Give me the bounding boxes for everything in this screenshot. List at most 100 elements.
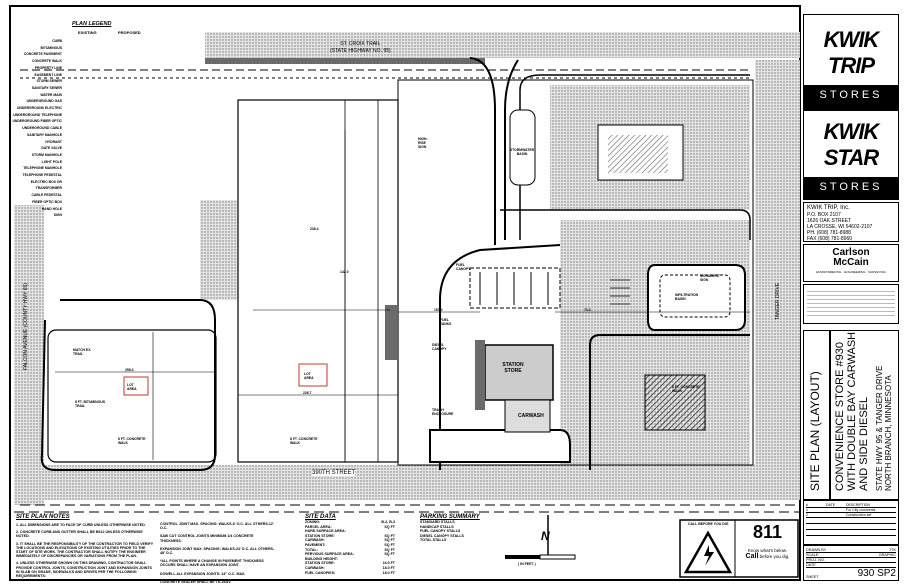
info-row: PROJ. NO. bbox=[806, 558, 896, 563]
lot-area-box-west bbox=[123, 376, 149, 396]
joint-note: CONTROL JOINT MAX. SPACING: WALKS-6' O.C… bbox=[160, 522, 274, 531]
info-row: DATE bbox=[806, 563, 896, 568]
legend-item: FIBER OPTIC BOX bbox=[32, 199, 62, 204]
logo-811-tag1: Know what's below. bbox=[747, 548, 788, 553]
store-walk bbox=[475, 340, 485, 410]
parking-row: HANDICAP STALLS bbox=[420, 524, 454, 529]
label-carwash: CARWASH bbox=[518, 413, 544, 419]
legend-item: UNDERGROUND TELEPHONE bbox=[13, 112, 62, 117]
label-bituminous-trail: 8 FT. BITUMINOUS TRAIL bbox=[75, 400, 105, 408]
site-data-value: SQ FT bbox=[384, 538, 395, 543]
info-label: SCALE bbox=[806, 553, 819, 557]
legend-item: UNDERGROUND FIBER OPTIC bbox=[12, 119, 62, 124]
logo-811-call: Call bbox=[745, 553, 759, 560]
site-data-row: BUILDING HEIGHT: bbox=[305, 557, 395, 562]
label-concrete-walk-2: 8 FT. CONCRETE WALK bbox=[118, 437, 146, 445]
legend-item: UNDERGROUND CABLE bbox=[22, 126, 62, 131]
parking-row: STANDARD STALLS bbox=[420, 520, 455, 524]
revision-blank-row bbox=[806, 524, 896, 530]
label-infiltration-basin: INFILTRATION BASIN bbox=[675, 293, 699, 301]
site-data-value: 18.0 FT bbox=[382, 570, 395, 575]
site-data-label: PERVIOUS SURFACE AREA: bbox=[305, 552, 354, 557]
legend-item: STORM SEWER bbox=[36, 79, 62, 84]
site-data-title: SITE DATA bbox=[305, 514, 336, 520]
legend-col-existing: EXISTING bbox=[78, 30, 97, 35]
site-data-label: ZONING: bbox=[305, 520, 321, 524]
company-line: PH. (608) 781-8988 bbox=[807, 230, 851, 236]
site-data-label: PAVEMENT: bbox=[305, 542, 326, 547]
revision-cell bbox=[826, 513, 840, 517]
project-line3: AND SIDE DIESEL bbox=[858, 396, 870, 491]
curb-main-drive bbox=[439, 244, 561, 470]
site-data-value: SQ FT bbox=[384, 533, 395, 538]
curb-west-lot bbox=[40, 299, 216, 471]
site-data-row: TOTAL: SQ FT bbox=[305, 548, 395, 553]
project-line1: CONVENIENCE STORE #930 bbox=[834, 342, 846, 491]
company-line: 1626 OAK STREET bbox=[807, 218, 852, 224]
company-line: KWIK TRIP, Inc. bbox=[807, 205, 850, 211]
site-data-label: PARCEL AREA: bbox=[305, 524, 332, 529]
info-label: PROJ. NO. bbox=[806, 558, 825, 562]
site-data-row: PARCEL AREA:SQ FT bbox=[305, 525, 395, 530]
site-data-value: SQ FT bbox=[384, 547, 395, 552]
engineer-name-2: McCain bbox=[833, 257, 869, 268]
site-data-row: FUEL CANOPIES: 18.0 FT bbox=[305, 571, 395, 576]
carwash bbox=[504, 399, 551, 433]
sheet-number: 930 SP2 bbox=[857, 568, 896, 579]
dim-label: 157.4 bbox=[434, 308, 443, 312]
scale-bar bbox=[505, 554, 576, 560]
label-fuel-tanks: FUEL TANKS bbox=[440, 318, 452, 326]
logo2-bottom: STAR bbox=[804, 145, 898, 177]
note-4: 4. UNLESS OTHERWISE SHOWN ON THIS DRAWIN… bbox=[16, 561, 152, 579]
site-data-row: HARD SURFACE AREA: bbox=[305, 529, 395, 534]
joint-notes: CONTROL JOINT MAX. SPACING: WALKS-6' O.C… bbox=[160, 522, 275, 584]
legend-item: PROPERTY LINE bbox=[34, 65, 62, 70]
revision-header-cell: DESCRIPTION bbox=[846, 503, 870, 507]
site-data-label: TOTAL: bbox=[305, 547, 318, 552]
site-data-label: HARD SURFACE AREA: bbox=[305, 529, 346, 534]
road-north-shoulder bbox=[205, 58, 485, 64]
street-north-line2: (STATE HIGHWAY NO. 95) bbox=[330, 48, 391, 54]
site-data-label: STATION STORE: bbox=[305, 561, 335, 566]
engineer-name-1: Carlson bbox=[832, 247, 870, 258]
engineer-logo: Carlson McCain ENVIRONMENTAL · ENGINEERI… bbox=[803, 244, 899, 282]
parking-row: TOTAL STALLS bbox=[420, 538, 447, 543]
existing-building-hatch bbox=[608, 135, 668, 173]
label-diesel-canopy: DIESEL CANOPY bbox=[432, 343, 447, 351]
label-trash-enclosure: TRASH ENCLOSURE bbox=[432, 408, 454, 416]
revision-blank-row bbox=[806, 530, 896, 536]
logo1-stores: STORES bbox=[819, 89, 883, 101]
site-data-label: FUEL CANOPIES: bbox=[305, 570, 336, 575]
svg-text:N: N bbox=[541, 529, 550, 543]
legend-item: ELECTRIC BOX OR TRANSFORMER bbox=[30, 179, 62, 191]
hatched-pad bbox=[644, 374, 706, 431]
site-data-row: STATION STORE:SQ FT bbox=[305, 534, 395, 539]
site-data-label: CARWASH: bbox=[305, 565, 325, 570]
revision-cell: Construction set bbox=[846, 513, 872, 517]
joint-note: DOWELL ALL EXPANSION JOINTS: 24" O.C. MA… bbox=[160, 571, 246, 576]
street-label-south: 390TH STREET bbox=[312, 470, 356, 476]
revision-header-cell: DATE bbox=[826, 503, 836, 507]
logo-811-number: 811 bbox=[752, 522, 783, 542]
scale-label: ( IN FEET ) bbox=[518, 562, 536, 566]
fuel-tanks bbox=[385, 305, 397, 360]
lot-middle bbox=[237, 99, 399, 463]
lot-area-box-mid bbox=[298, 363, 328, 387]
engineer-tagline: ENVIRONMENTAL · ENGINEERING · SURVEYING bbox=[816, 270, 886, 274]
legend-title: PLAN LEGEND bbox=[72, 21, 112, 27]
curb-entrance-north bbox=[469, 57, 496, 245]
north-arrow: N bbox=[541, 515, 550, 555]
legend-item: CABLE PEDESTAL bbox=[31, 193, 62, 198]
note-2: 2. CONCRETE CURB AND GUTTER SHALL BE B61… bbox=[16, 530, 143, 539]
site-boundary bbox=[397, 79, 754, 466]
street-label-north: ST. CROIX TRAIL (STATE HIGHWAY NO. 95) bbox=[330, 41, 391, 55]
joint-note: *ALL POINTS WHERE A CHANGE IN PAVEMENT T… bbox=[160, 559, 264, 568]
curb-north-drive bbox=[500, 209, 751, 240]
parking-stalls bbox=[610, 279, 630, 305]
